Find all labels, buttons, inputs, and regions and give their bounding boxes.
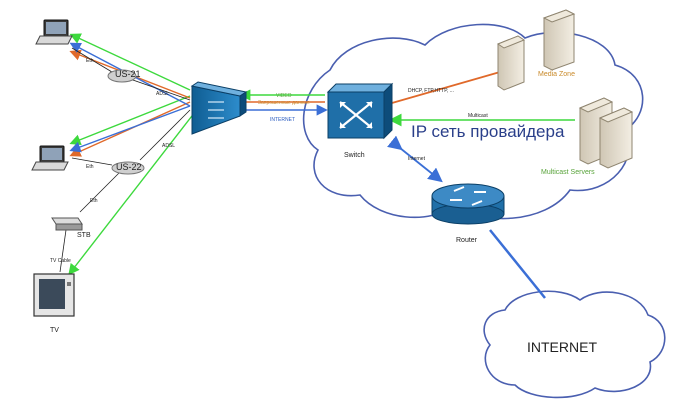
stb-icon: [51, 217, 83, 231]
server-icon: [598, 107, 634, 169]
laptop-icon: [35, 19, 73, 45]
us22-label: US-22: [116, 162, 142, 172]
internet-cloud: [483, 290, 666, 399]
media-zone-label: Media Zone: [538, 71, 575, 78]
server-icon: [542, 9, 576, 71]
router-label: Router: [456, 237, 478, 244]
server-icon: [496, 35, 526, 91]
modem-icon: [107, 69, 137, 83]
adsl-label: ADSL: [162, 143, 175, 149]
video-link-label: VIDEO: [276, 93, 292, 99]
provider-network-label: IP сеть провайдера: [411, 122, 565, 141]
eth-label: Eth: [86, 58, 94, 64]
internet-router-label: Internet: [408, 156, 426, 162]
multicast-label: Multicast: [468, 113, 488, 119]
dslam-icon: [190, 81, 248, 135]
router-icon: [431, 183, 505, 225]
tv-label: TV: [50, 327, 59, 334]
switch-icon: [326, 82, 394, 140]
stb-label: STB: [77, 232, 91, 239]
internet-cloud-label: INTERNET: [527, 339, 597, 355]
tv-icon: [33, 273, 75, 317]
switch-label: Switch: [344, 152, 365, 159]
laptop-icon: [31, 145, 69, 171]
eth-label: Eth: [90, 198, 98, 204]
us21-label: US-21: [115, 69, 141, 79]
multicast-servers-label: Multicast Servers: [541, 169, 595, 176]
modem-icon: [111, 161, 145, 175]
internet-link-label: INTERNET: [270, 117, 295, 123]
requested-data-label: Запрошенные данные: [258, 100, 310, 106]
adsl-label: ADSL: [156, 91, 169, 97]
tv-cable-label: TV Cable: [50, 258, 71, 264]
eth-label: Eth: [86, 164, 94, 170]
dhcp-label: DHCP, FTP,HTTP, ...: [408, 88, 454, 94]
